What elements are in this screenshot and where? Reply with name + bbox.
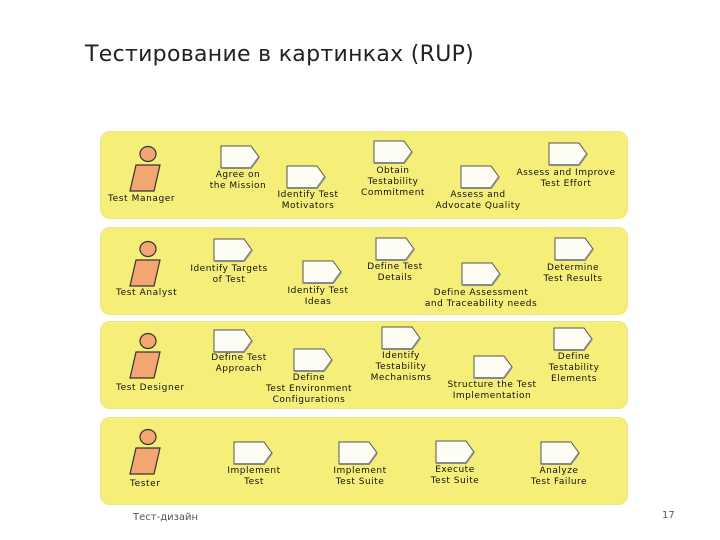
activity-label: Identify Test Motivators <box>277 190 339 211</box>
activity-label: Define Test Details <box>367 262 423 283</box>
page-number: 17 <box>662 510 675 521</box>
activity-label: Identify Test Ideas <box>287 286 349 307</box>
activity-icon <box>381 326 421 350</box>
activity-label: Identify Testability Mechanisms <box>370 351 432 383</box>
activity-icon <box>553 327 593 351</box>
activity-icon <box>233 441 273 465</box>
worker-role-icon <box>129 240 161 287</box>
activity-label: Define Test Approach <box>211 353 267 374</box>
activity-label: Implement Test <box>227 466 281 487</box>
worker-role-icon <box>129 332 161 379</box>
activity-label: Execute Test Suite <box>430 465 480 486</box>
activity-icon <box>473 355 513 379</box>
activity-icon <box>461 262 501 286</box>
activity-label: Obtain Testability Commitment <box>361 166 425 198</box>
activity-label: Implement Test Suite <box>333 466 387 487</box>
activity-icon <box>213 329 253 353</box>
activity-label: Define Test Environment Configurations <box>265 373 353 405</box>
activity-label: Determine Test Results <box>543 263 603 284</box>
activity-icon <box>302 260 342 284</box>
worker-role-icon <box>129 428 161 475</box>
activity-icon <box>540 441 580 465</box>
activity-icon <box>213 238 253 262</box>
activity-icon <box>460 165 500 189</box>
activity-label: Define Assessment and Traceability needs <box>424 288 538 309</box>
swimlane-test-manager <box>100 131 628 219</box>
activity-label: Assess and Advocate Quality <box>435 190 521 211</box>
role-label: Tester <box>130 479 161 489</box>
activity-icon <box>373 140 413 164</box>
activity-icon <box>548 142 588 166</box>
activity-icon <box>375 237 415 261</box>
swimlane-test-designer <box>100 321 628 409</box>
activity-icon <box>554 237 594 261</box>
activity-label: Define Testability Elements <box>548 352 600 384</box>
slide-title: Тестирование в картинках (RUP) <box>85 42 475 67</box>
activity-icon <box>220 145 260 169</box>
worker-role-icon <box>129 145 161 192</box>
activity-icon <box>435 440 475 464</box>
role-label: Test Manager <box>108 194 176 204</box>
activity-label: Analyze Test Failure <box>530 466 588 487</box>
footer-text: Тест-дизайн <box>133 512 199 523</box>
activity-label: Assess and Improve Test Effort <box>516 168 616 189</box>
activity-icon <box>293 348 333 372</box>
swimlane-test-analyst <box>100 227 628 315</box>
activity-label: Identify Targets of Test <box>190 264 268 285</box>
activity-label: Structure the Test Implementation <box>447 380 537 401</box>
role-label: Test Analyst <box>116 288 178 298</box>
activity-label: Agree on the Mission <box>209 170 267 191</box>
role-label: Test Designer <box>116 383 185 393</box>
activity-icon <box>338 441 378 465</box>
activity-icon <box>286 165 326 189</box>
